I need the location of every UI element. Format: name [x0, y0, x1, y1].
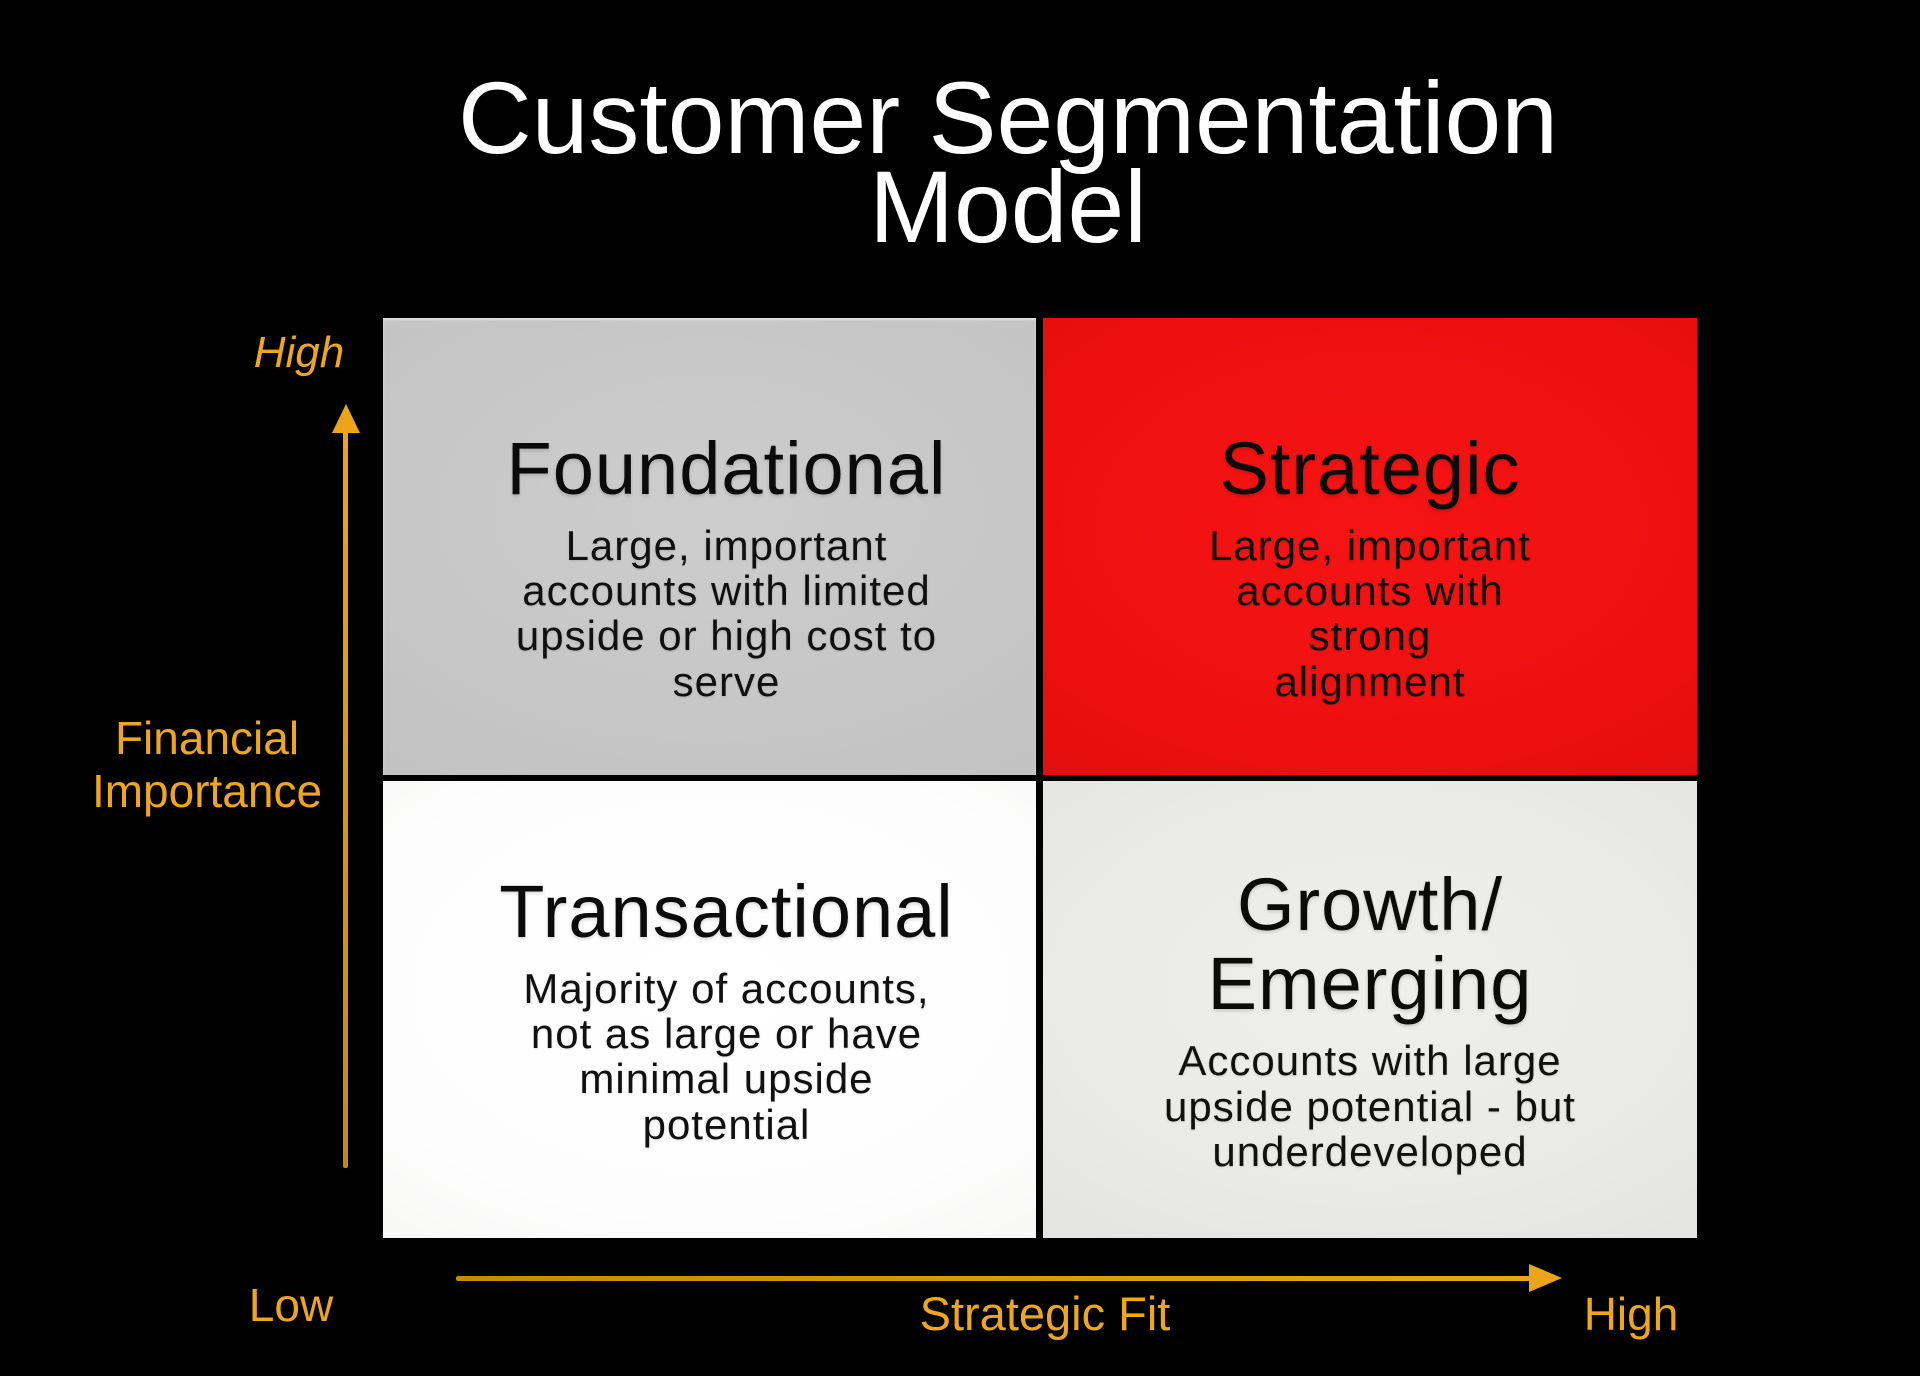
- quadrant-transactional: Transactional Majority of accounts, not …: [383, 781, 1036, 1238]
- y-axis-arrow-line: [343, 431, 348, 1168]
- x-axis-arrow-line: [456, 1276, 1530, 1281]
- quadrant-transactional-title: Transactional: [499, 869, 954, 953]
- quadrant-transactional-content: Transactional Majority of accounts, not …: [499, 869, 954, 1148]
- y-axis-title: Financial Importance: [91, 712, 323, 818]
- quadrant-strategic-content: Strategic Large, important accounts with…: [1209, 426, 1531, 705]
- quadrant-foundational-content: Foundational Large, important accounts w…: [506, 426, 947, 705]
- x-axis-high-label: High: [1583, 1288, 1679, 1340]
- quadrant-foundational-description: Large, important accounts with limited u…: [515, 521, 938, 705]
- y-axis-arrowhead-icon: [332, 404, 360, 433]
- y-axis-high-label: High: [253, 328, 345, 377]
- quadrant-growth-emerging-content: Growth/ Emerging Accounts with large ups…: [1164, 862, 1576, 1176]
- quadrant-foundational: Foundational Large, important accounts w…: [383, 318, 1036, 775]
- x-axis-title: Strategic Fit: [919, 1287, 1171, 1340]
- x-axis-arrowhead-icon: [1529, 1264, 1562, 1292]
- quadrant-strategic-description: Large, important accounts with strong al…: [1209, 521, 1531, 705]
- quadrant-strategic: Strategic Large, important accounts with…: [1043, 318, 1697, 775]
- quadrant-foundational-title: Foundational: [506, 426, 947, 510]
- y-axis-low-label: Low: [248, 1279, 334, 1331]
- quadrant-growth-emerging-title: Growth/ Emerging: [1207, 862, 1533, 1026]
- page-title: Customer Segmentation Model: [458, 61, 1558, 264]
- quadrant-growth-emerging-description: Accounts with large upside potential - b…: [1164, 1037, 1576, 1176]
- quadrant-transactional-description: Majority of accounts, not as large or ha…: [523, 964, 930, 1148]
- quadrant-growth-emerging: Growth/ Emerging Accounts with large ups…: [1043, 781, 1697, 1238]
- quadrant-strategic-title: Strategic: [1219, 426, 1521, 510]
